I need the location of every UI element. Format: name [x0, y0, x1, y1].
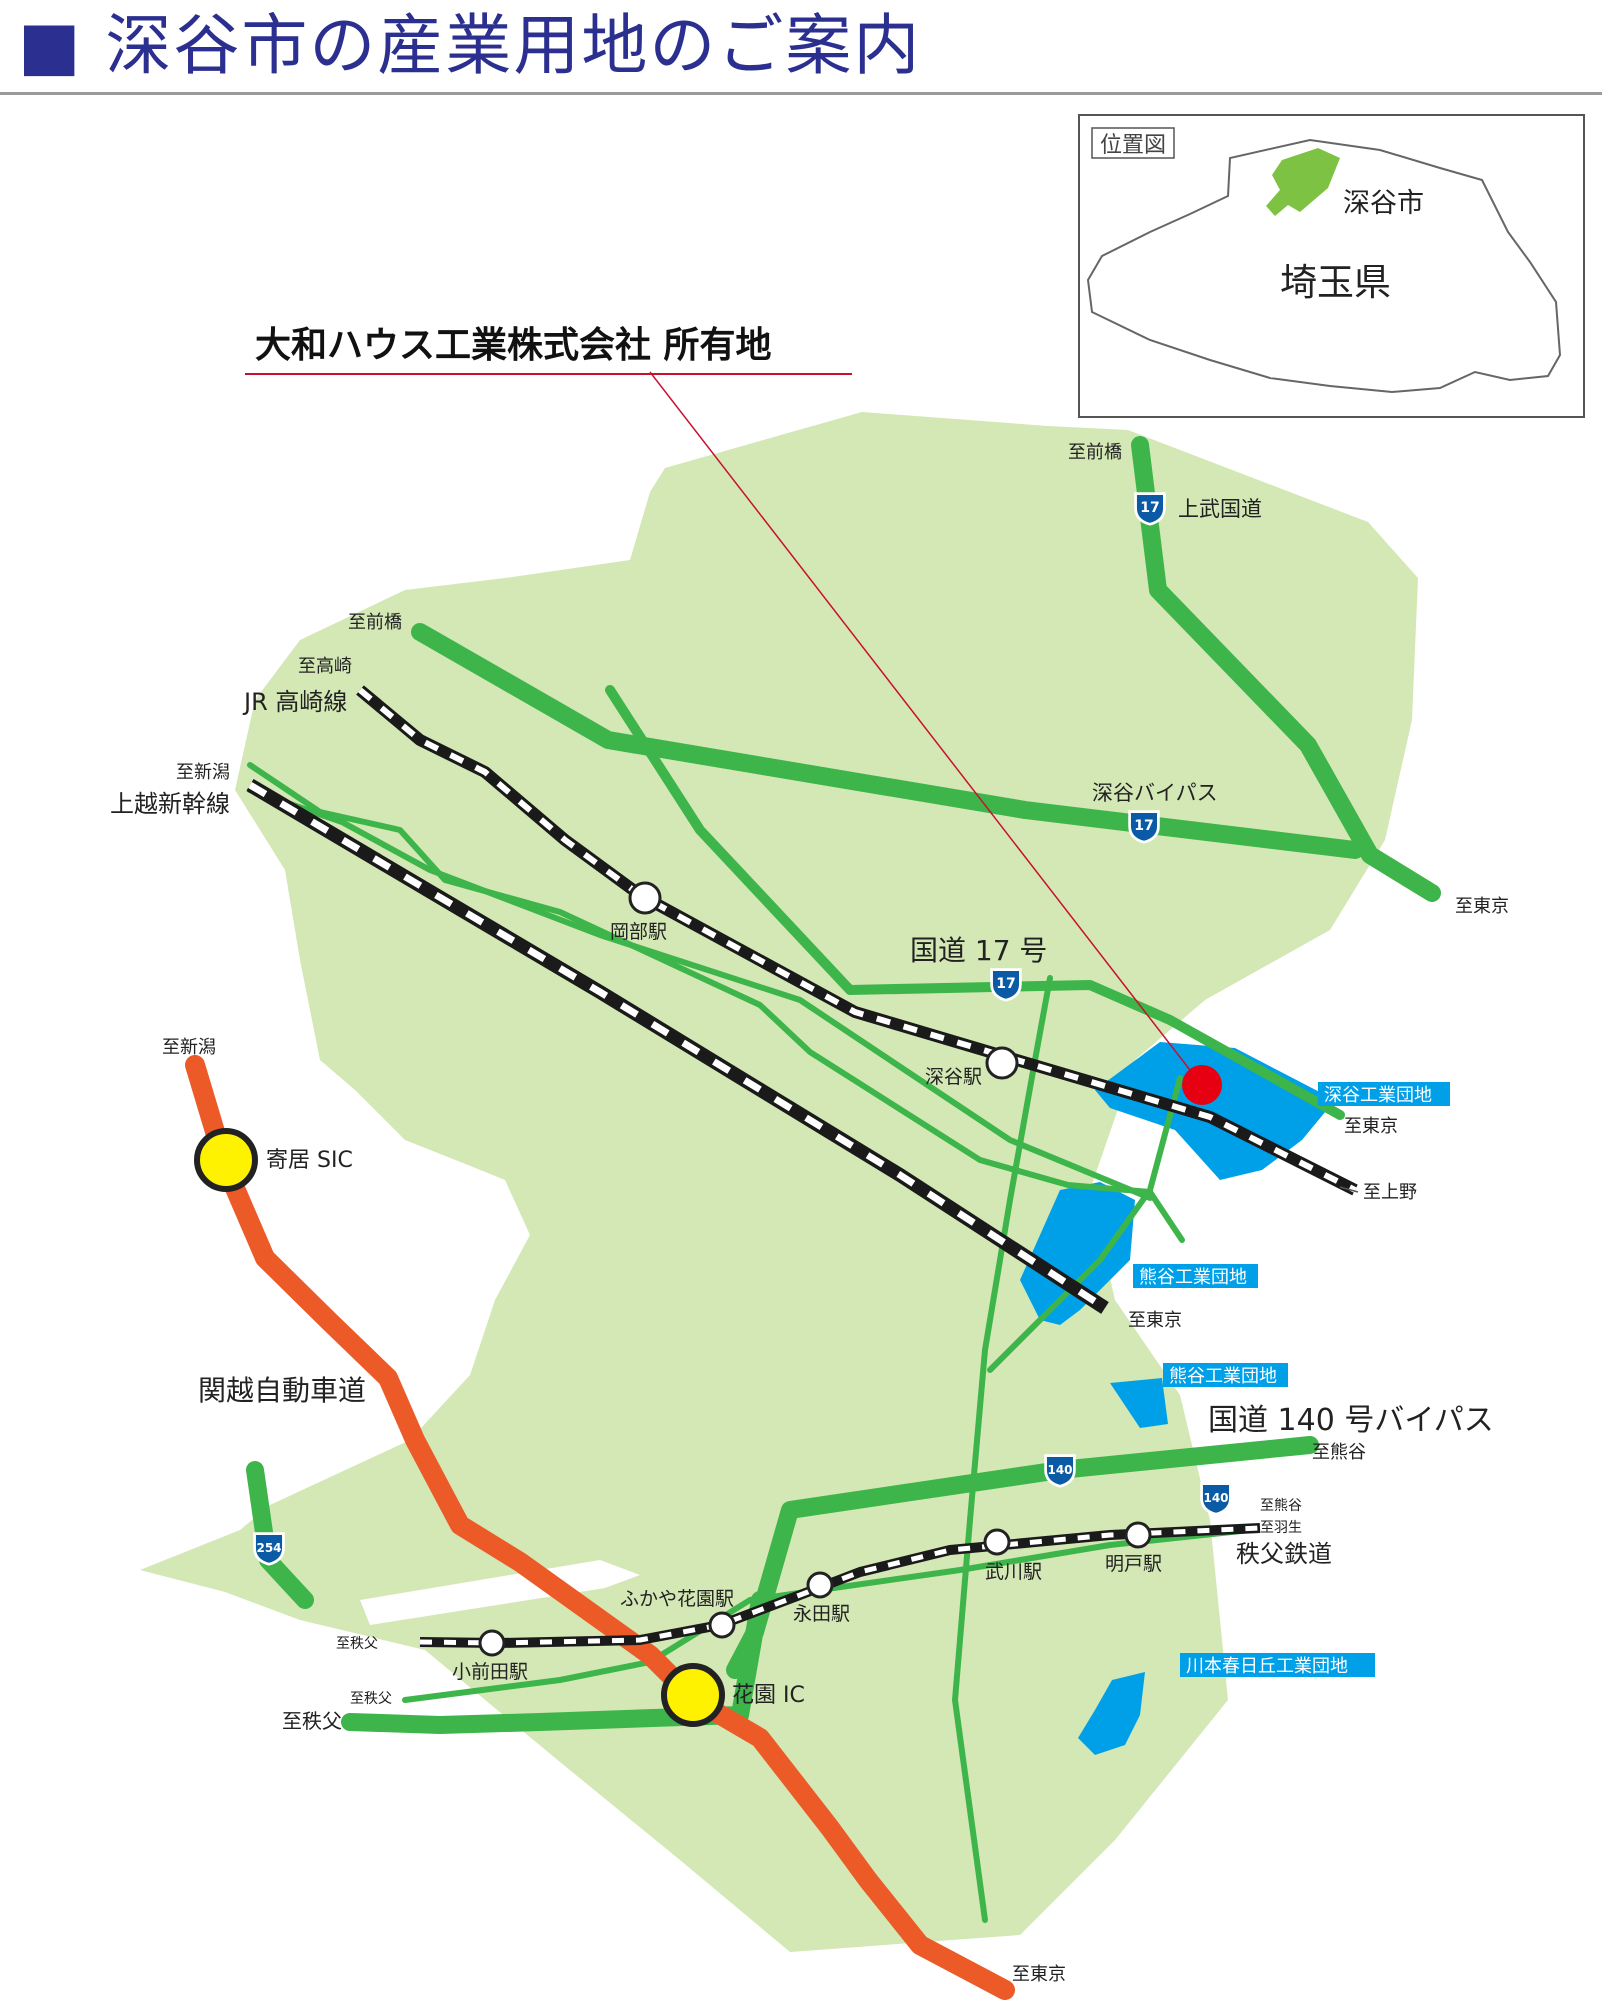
dir-takasaki: 至高崎	[298, 656, 352, 677]
dir-maebashi-a: 至前橋	[1068, 442, 1122, 463]
title-text: 深谷市の産業用地のご案内	[105, 7, 922, 84]
route-labels: 上武国道 深谷バイパス 国道 17 号 国道 140 号バイパス 関越自動車道 …	[110, 497, 1494, 1568]
dir-tokyo-c: 至東京	[1128, 1310, 1182, 1331]
inset-tag: 位置図	[1100, 133, 1166, 158]
station-labels: 岡部駅 深谷駅 ふかや花園駅 永田駅 小前田駅 武川駅 明戸駅	[452, 921, 1162, 1683]
station-akebono-marker	[1124, 1521, 1152, 1549]
label-rail-chichibu: 秩父鉄道	[1236, 1540, 1332, 1568]
industrial-park-kawamoto-area	[1078, 1672, 1145, 1755]
site-marker	[1182, 1065, 1222, 1105]
interchange-labels: 寄居 SIC 花園 IC	[266, 1148, 805, 1708]
dir-tokyo-d: 至東京	[1012, 1964, 1066, 1985]
label-rail-takasaki: JR 高崎線	[242, 688, 347, 716]
dir-hanyu: 至羽生	[1260, 1520, 1302, 1536]
label-station-obata: 小前田駅	[452, 1661, 528, 1683]
direction-leaders	[1339, 1186, 1359, 1193]
shield-17-c: 17	[996, 976, 1015, 992]
station-fukaya-marker	[985, 1046, 1019, 1080]
label-route140: 国道 140 号バイパス	[1208, 1403, 1494, 1438]
interchange-hanazono-marker	[661, 1663, 725, 1727]
shield-140-a: 140	[1047, 1463, 1072, 1477]
label-park-kawamoto: 川本春日丘工業団地	[1186, 1656, 1348, 1677]
interchange-yorii-marker	[194, 1128, 258, 1192]
label-park-fukaya: 深谷工業団地	[1324, 1085, 1432, 1106]
site-label: 大和ハウス工業株式会社 所有地	[255, 325, 772, 366]
shield-17-a: 17	[1140, 500, 1159, 516]
dir-chichibu-b: 至秩父	[350, 1691, 392, 1707]
dir-maebashi-b: 至前橋	[348, 612, 402, 633]
label-station-nagata: 永田駅	[793, 1603, 850, 1625]
label-station-okabe: 岡部駅	[610, 921, 667, 943]
label-park-kumagaya-b: 熊谷工業団地	[1169, 1366, 1277, 1387]
industrial-park-kumagaya-a-area	[1020, 1182, 1135, 1325]
dir-chichibu-c: 至秩父	[282, 1709, 342, 1733]
station-obata-marker	[478, 1629, 506, 1657]
fukaya-location	[1266, 148, 1340, 216]
dir-ueno: 至上野	[1363, 1182, 1417, 1203]
title-rule	[0, 92, 1602, 95]
dir-chichibu-a: 至秩父	[336, 1636, 378, 1652]
dir-kumagaya-a: 至熊谷	[1312, 1442, 1366, 1463]
label-station-takekawa: 武川駅	[985, 1561, 1042, 1583]
inset-city: 深谷市	[1343, 188, 1424, 219]
inset-location-map: 位置図 深谷市 埼玉県	[1078, 114, 1585, 418]
stations	[478, 881, 1152, 1657]
shield-17-b: 17	[1134, 818, 1153, 834]
label-station-akebono: 明戸駅	[1105, 1553, 1162, 1575]
fukaya-city-area	[140, 412, 1418, 1952]
station-nagata-marker	[806, 1571, 834, 1599]
kanetsu-expressway	[185, 1055, 1015, 2000]
label-kanetsu: 関越自動車道	[198, 1374, 366, 1407]
saitama-outline	[1086, 138, 1562, 394]
shield-140-b: 140	[1203, 1491, 1228, 1505]
page-title: ■ 深谷市の産業用地のご案内	[18, 0, 1598, 92]
title-marker: ■	[18, 7, 83, 84]
dir-tokyo-b: 至東京	[1344, 1116, 1398, 1137]
label-ic-hanazono: 花園 IC	[732, 1683, 805, 1708]
route-17-roads	[605, 685, 1345, 1120]
direction-labels: 至前橋 至前橋 至高崎 至新潟 至新潟 至東京 至東京 至上野 至東京 至熊谷 …	[162, 442, 1509, 1985]
shield-254: 254	[256, 1541, 281, 1555]
label-jobu: 上武国道	[1178, 497, 1262, 521]
label-station-fukaya-hanazono: ふかや花園駅	[620, 1588, 734, 1610]
dir-kumagaya-b: 至熊谷	[1260, 1498, 1302, 1514]
station-takekawa-marker	[983, 1528, 1011, 1556]
river-gap	[360, 1560, 640, 1625]
trunk-roads	[246, 436, 1441, 1734]
label-rail-joetsu: 上越新幹線	[110, 790, 230, 818]
route-shields: 17 17 17 140 140 254	[253, 492, 1232, 1566]
dir-niigata-a: 至新潟	[176, 762, 230, 783]
industrial-park-kumagaya-b-area	[1110, 1378, 1168, 1428]
dir-niigata-b: 至新潟	[162, 1037, 216, 1058]
station-okabe-marker	[628, 881, 662, 915]
label-bypass: 深谷バイパス	[1092, 781, 1218, 805]
label-route17: 国道 17 号	[910, 934, 1047, 967]
inset-prefecture: 埼玉県	[1280, 261, 1391, 304]
label-station-fukaya: 深谷駅	[925, 1066, 982, 1088]
station-fukaya-hanazono-marker	[708, 1611, 736, 1639]
label-park-kumagaya-a: 熊谷工業団地	[1139, 1267, 1247, 1288]
label-ic-yorii: 寄居 SIC	[266, 1148, 353, 1173]
dir-tokyo-a: 至東京	[1455, 896, 1509, 917]
site-leader-line	[649, 371, 1201, 1084]
industrial-park-labels: 深谷工業団地 熊谷工業団地 熊谷工業団地 川本春日丘工業団地	[1133, 1082, 1450, 1677]
